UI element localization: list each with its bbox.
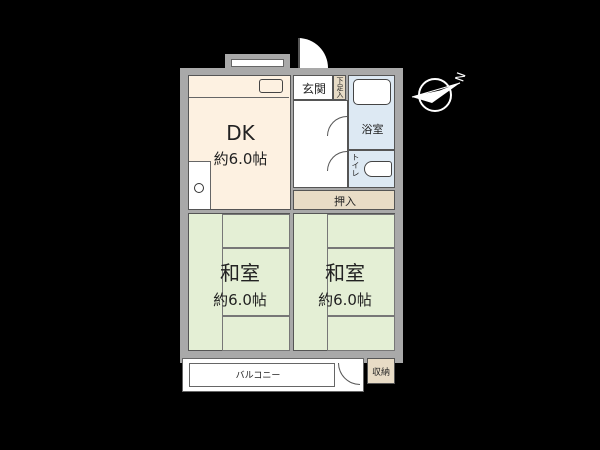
toilet-label: トイレ bbox=[351, 153, 360, 177]
washitsu-2-name: 和室 bbox=[325, 261, 365, 285]
tatami bbox=[222, 214, 290, 248]
shoe-cabinet: 下足入 bbox=[333, 75, 346, 100]
washitsu-2-size: 約6.0帖 bbox=[318, 291, 372, 309]
outlet-icon bbox=[194, 183, 204, 193]
washitsu-1-name: 和室 bbox=[220, 261, 260, 285]
room-washitsu-1: 和室 約6.0帖 bbox=[188, 213, 290, 351]
toilet-icon bbox=[364, 161, 392, 177]
balcony: バルコニー bbox=[182, 358, 364, 392]
balcony-door[interactable] bbox=[338, 363, 360, 385]
room-dk: DK 約6.0帖 bbox=[188, 75, 291, 210]
tatami bbox=[327, 316, 395, 351]
room-washitsu-2: 和室 約6.0帖 bbox=[293, 213, 395, 351]
entrance-door[interactable] bbox=[298, 38, 328, 68]
room-toilet: トイレ bbox=[348, 150, 395, 188]
shoe-cabinet-label: 下足入 bbox=[336, 77, 344, 98]
compass-needle-icon bbox=[411, 82, 461, 103]
balcony-label: バルコニー bbox=[235, 371, 281, 381]
bath-label: 浴室 bbox=[361, 123, 384, 136]
dk-name: DK bbox=[226, 121, 255, 145]
bathtub-icon bbox=[353, 79, 391, 105]
room-oshiire: 押入 bbox=[293, 190, 395, 210]
kitchen-counter bbox=[189, 76, 289, 98]
bath-door[interactable] bbox=[327, 116, 347, 136]
tatami bbox=[222, 316, 290, 351]
genkan-label: 玄関 bbox=[301, 82, 326, 96]
sink-icon bbox=[259, 79, 283, 93]
toilet-door[interactable] bbox=[327, 151, 347, 171]
tatami bbox=[327, 214, 395, 248]
room-bath: 浴室 bbox=[348, 75, 395, 150]
tatami bbox=[327, 248, 395, 316]
oshiire-label: 押入 bbox=[334, 195, 356, 208]
dk-window bbox=[231, 59, 284, 67]
room-genkan: 玄関 bbox=[293, 75, 333, 100]
room-storage: 収納 bbox=[367, 358, 395, 384]
dk-size: 約6.0帖 bbox=[213, 150, 268, 168]
washitsu-1-size: 約6.0帖 bbox=[213, 291, 267, 309]
hallway bbox=[293, 100, 348, 188]
storage-label: 収納 bbox=[371, 368, 390, 378]
balcony-inner bbox=[189, 363, 335, 387]
tatami bbox=[222, 248, 290, 316]
